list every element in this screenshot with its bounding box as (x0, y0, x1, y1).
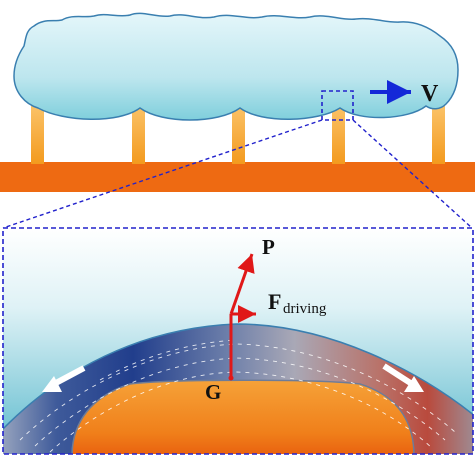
label-g: G (205, 380, 221, 404)
label-p: P (262, 235, 275, 259)
force-p-arrow (229, 253, 255, 315)
pillar-top (71, 379, 415, 454)
zoom-line-right (352, 119, 473, 229)
down-left-arrow-icon (42, 365, 86, 392)
film-flow-lines (19, 339, 456, 453)
substrate-base (0, 162, 475, 192)
down-right-arrow-icon (382, 363, 424, 392)
label-f: F (268, 289, 281, 314)
pillar-2 (132, 104, 145, 164)
pillar-5 (432, 104, 445, 164)
label-f-subscript: driving (283, 301, 327, 317)
zoom-inset (3, 228, 473, 454)
zoom-highlight-box (321, 90, 354, 121)
zoom-line-left (2, 119, 323, 229)
velocity-label: V (421, 81, 439, 107)
pillar-3 (232, 104, 245, 164)
zoom-inset-border (2, 227, 474, 455)
point-g-marker (228, 375, 234, 381)
pillar-1 (31, 104, 44, 164)
droplet (13, 12, 459, 121)
pillar-4 (332, 104, 345, 164)
